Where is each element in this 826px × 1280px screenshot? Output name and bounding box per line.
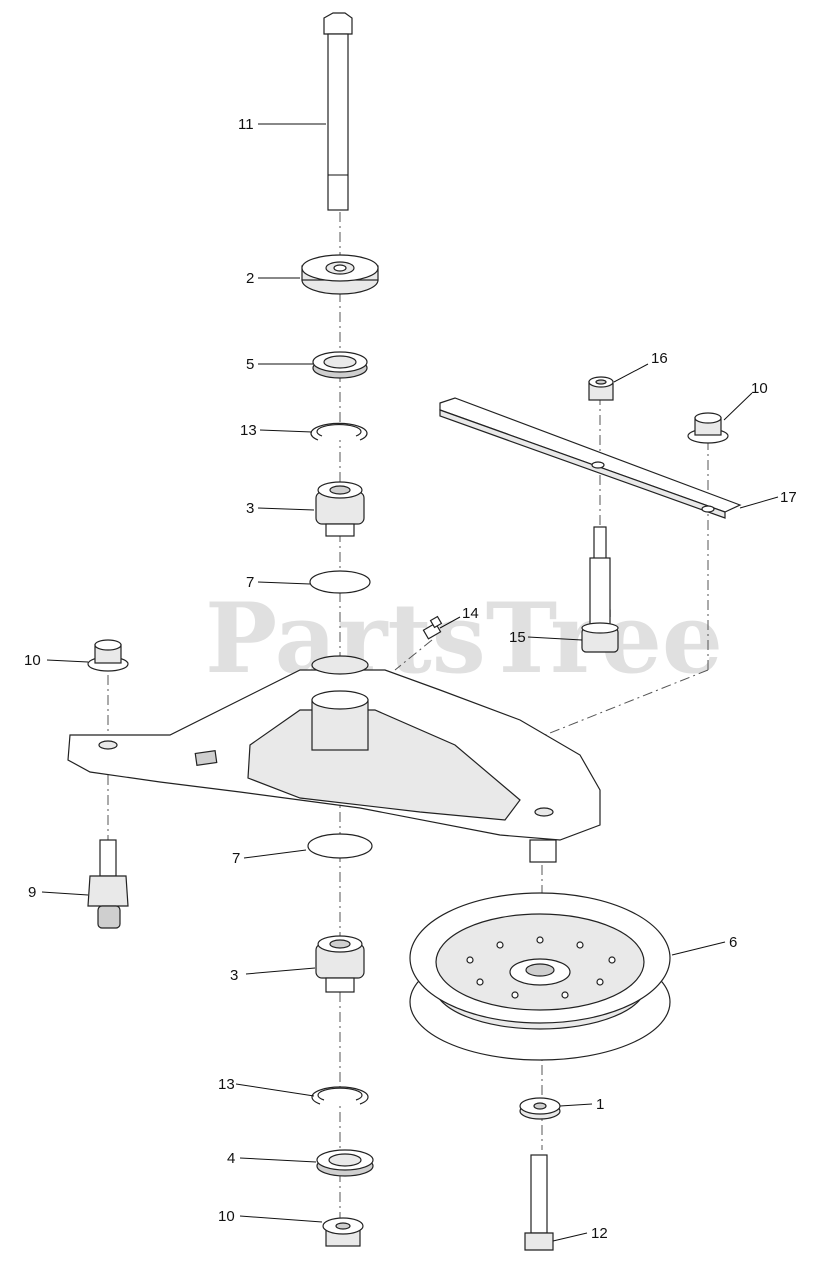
part-7-o-ring-lower[interactable]: [307, 833, 373, 859]
callout-13-lower: 13: [218, 1076, 235, 1093]
part-5-bearing[interactable]: [312, 351, 368, 379]
callout-12: 12: [591, 1225, 608, 1242]
callout-10-right: 10: [751, 380, 768, 397]
part-4-bearing[interactable]: [316, 1149, 374, 1177]
part-3-spacer-upper[interactable]: [315, 481, 365, 537]
callout-3-lower: 3: [230, 967, 238, 984]
part-11-bolt[interactable]: [323, 12, 353, 211]
callout-1: 1: [596, 1096, 604, 1113]
part-13-snap-ring-upper[interactable]: [310, 422, 368, 441]
callout-labels: 11 2 5 13 3 7 14 10 15 16 10 17 7 9 6 3 …: [24, 116, 797, 1242]
part-13-snap-ring-lower[interactable]: [311, 1086, 369, 1105]
callout-5: 5: [246, 356, 254, 373]
callout-9: 9: [28, 884, 36, 901]
callout-14: 14: [462, 605, 479, 622]
part-3-spacer-lower[interactable]: [315, 935, 365, 993]
part-16-nut[interactable]: [588, 376, 614, 401]
callout-13-upper: 13: [240, 422, 257, 439]
part-14-grease-fitting[interactable]: [422, 615, 443, 640]
part-9-stud[interactable]: [87, 839, 129, 929]
part-10-flange-nut-bottom[interactable]: [322, 1217, 364, 1247]
part-1-washer[interactable]: [519, 1097, 561, 1120]
part-12-bolt[interactable]: [524, 1154, 554, 1251]
callout-3-upper: 3: [246, 500, 254, 517]
callout-11: 11: [238, 116, 254, 133]
part-17-strap[interactable]: [439, 397, 742, 519]
idler-arm-plate[interactable]: [67, 655, 601, 863]
callout-16: 16: [651, 350, 668, 367]
callout-2: 2: [246, 270, 254, 287]
callout-10-left: 10: [24, 652, 41, 669]
callout-7-lower: 7: [232, 850, 240, 867]
callout-6: 6: [729, 934, 737, 951]
part-6-idler-pulley[interactable]: [409, 892, 671, 1061]
callout-10-bottom: 10: [218, 1208, 235, 1225]
part-7-o-ring-upper[interactable]: [309, 570, 371, 594]
callout-4: 4: [227, 1150, 235, 1167]
leader-lines: [41, 123, 779, 1242]
part-10-flange-nut-right[interactable]: [687, 412, 729, 444]
part-15-shoulder-bolt[interactable]: [581, 526, 619, 653]
part-2-bearing-cap[interactable]: [301, 254, 379, 295]
callout-15: 15: [509, 629, 526, 646]
callout-17: 17: [780, 489, 797, 506]
callout-7-upper: 7: [246, 574, 254, 591]
part-10-flange-nut-left[interactable]: [87, 639, 129, 672]
